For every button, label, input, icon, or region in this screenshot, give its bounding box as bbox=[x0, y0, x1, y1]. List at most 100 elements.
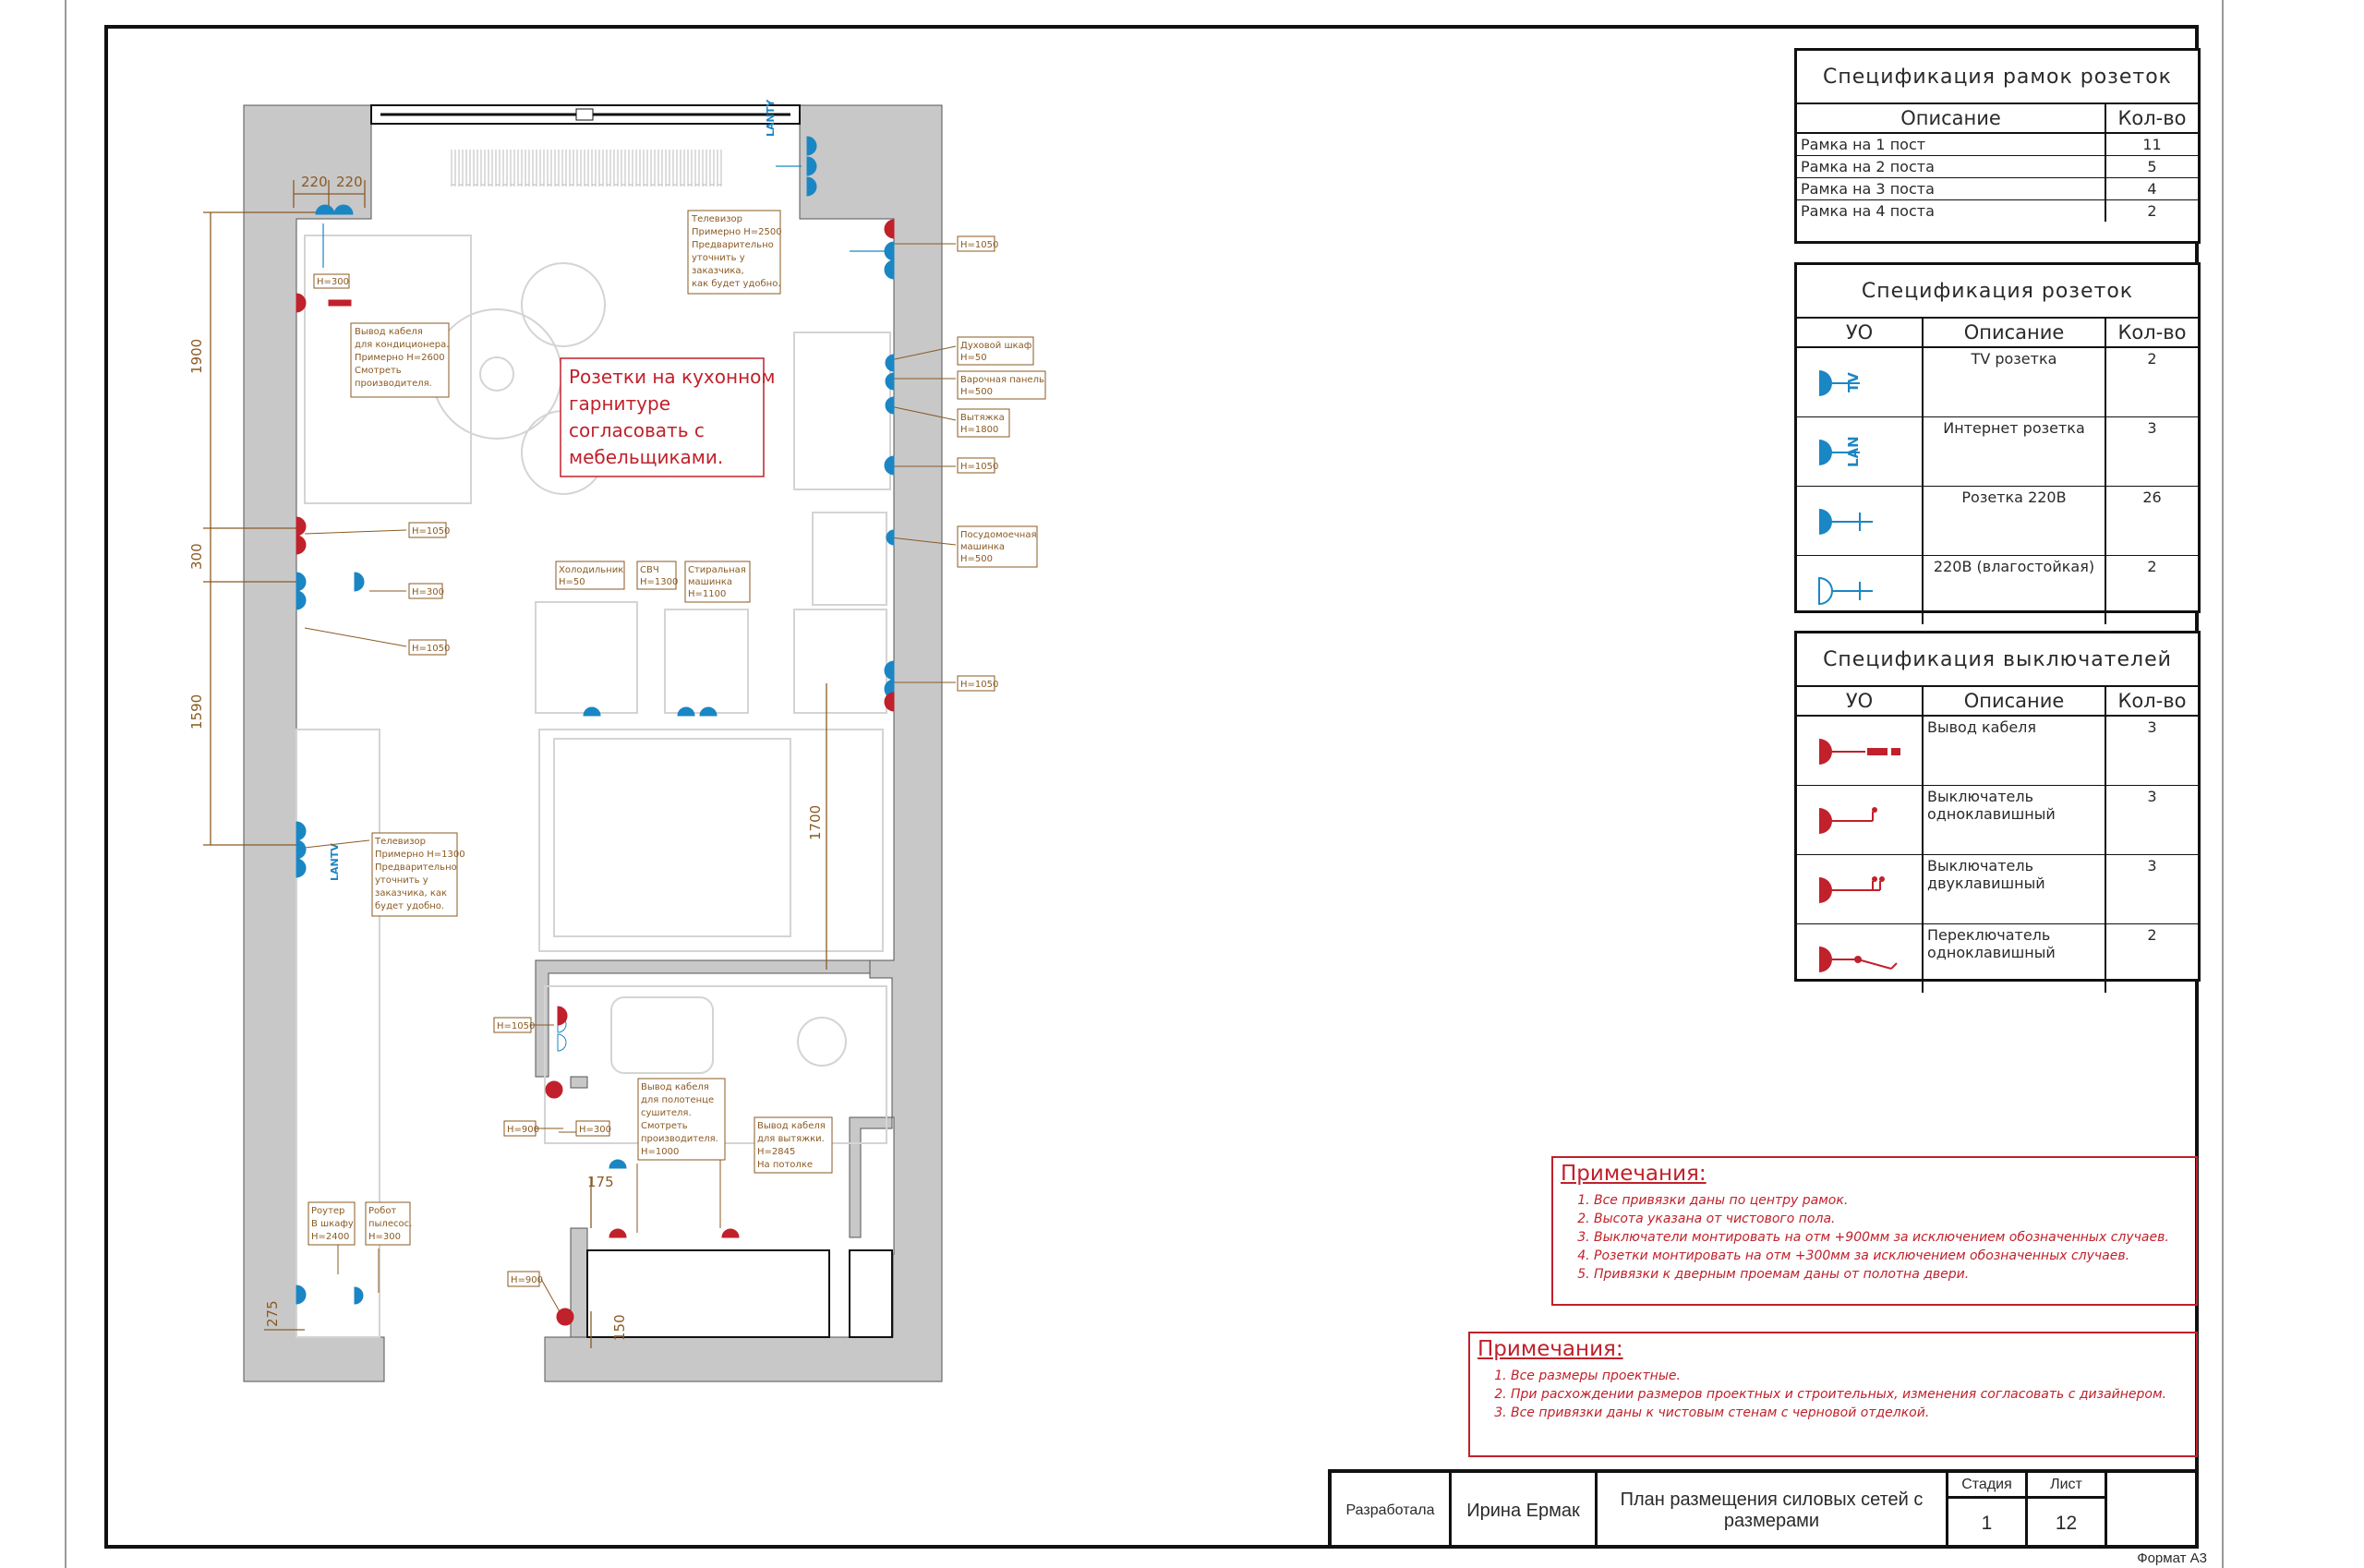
sheet-label: Лист bbox=[2028, 1473, 2107, 1499]
socket-bath-300 bbox=[609, 1159, 627, 1169]
svg-text:LAN: LAN bbox=[1845, 436, 1862, 467]
note-item: Розетки монтировать на отм +300мм за иск… bbox=[1594, 1247, 2196, 1265]
svg-text:Вывод кабеля: Вывод кабеля bbox=[355, 327, 423, 337]
kitchen-callout: Розетки на кухонном гарнитуре согласоват… bbox=[560, 357, 775, 477]
svg-text:Посудомоечная: Посудомоечная bbox=[960, 530, 1037, 540]
developed-label: Разработала bbox=[1332, 1473, 1452, 1549]
svg-text:Н=50: Н=50 bbox=[960, 353, 987, 363]
socket-tv-mid-2 bbox=[296, 839, 307, 860]
svg-text:уточнить у: уточнить у bbox=[375, 875, 428, 886]
svg-text:Н=1050: Н=1050 bbox=[960, 240, 998, 250]
svg-text:заказчика,: заказчика, bbox=[692, 266, 744, 276]
socket-tv-mid-3 bbox=[296, 858, 307, 878]
svg-text:Примерно Н=1300: Примерно Н=1300 bbox=[375, 850, 465, 860]
svg-text:сушителя.: сушителя. bbox=[641, 1108, 692, 1118]
label-h300-top: Н=300 bbox=[313, 273, 350, 289]
switch-ac-cable bbox=[296, 293, 307, 313]
svg-text:Н=1050: Н=1050 bbox=[412, 644, 450, 654]
label-h300-bath: Н=300 bbox=[575, 1120, 611, 1137]
svg-text:Телевизор: Телевизор bbox=[374, 837, 426, 847]
label-h1050-bath: Н=1050 bbox=[493, 1017, 535, 1033]
svg-text:мебельщиками.: мебельщиками. bbox=[569, 446, 723, 468]
svg-text:Вытяжка: Вытяжка bbox=[960, 413, 1005, 423]
svg-text:гарнитуре: гарнитуре bbox=[569, 392, 670, 415]
socket-left-300-a bbox=[296, 572, 307, 592]
label-h1050-left1: Н=1050 bbox=[408, 522, 450, 538]
svg-text:Н=500: Н=500 bbox=[960, 387, 993, 397]
svg-text:Холодильник: Холодильник bbox=[559, 565, 623, 575]
notes-2-heading: Примечания: bbox=[1478, 1337, 1623, 1361]
switch-entrance bbox=[556, 1308, 574, 1326]
lanty-top-text: LANTY bbox=[765, 99, 777, 137]
label-h1050-b: Н=1050 bbox=[957, 457, 998, 474]
svg-text:производителя.: производителя. bbox=[355, 379, 432, 389]
switch-window-right bbox=[884, 219, 895, 239]
svg-text:Н=300: Н=300 bbox=[368, 1232, 401, 1242]
svg-text:Смотреть: Смотреть bbox=[355, 366, 402, 376]
switches-red bbox=[296, 219, 895, 1326]
svg-text:Вывод кабеля: Вывод кабеля bbox=[641, 1082, 709, 1092]
notes-block-2: Примечания: Все размеры проектные. При р… bbox=[1468, 1332, 2198, 1457]
note-item: Выключатели монтировать на отм +900мм за… bbox=[1594, 1228, 2196, 1247]
spec-switches-title: Спецификация выключателей bbox=[1797, 633, 2198, 687]
svg-text:Телевизор: Телевизор bbox=[691, 214, 742, 224]
bathroom-box bbox=[586, 1249, 830, 1338]
svg-text:заказчика, как: заказчика, как bbox=[375, 888, 447, 899]
svg-text:для вытяжки.: для вытяжки. bbox=[757, 1134, 825, 1144]
radiator bbox=[449, 150, 722, 187]
svg-text:TV: TV bbox=[1845, 372, 1862, 392]
svg-text:Н=1100: Н=1100 bbox=[688, 589, 726, 599]
dim-300: 300 bbox=[188, 543, 205, 570]
dim-220-a: 220 bbox=[301, 174, 328, 190]
svg-text:Н=900: Н=900 bbox=[507, 1125, 539, 1135]
svg-text:Н=900: Н=900 bbox=[511, 1275, 543, 1285]
socket-tv-mid-1 bbox=[296, 821, 307, 841]
svg-text:машинка: машинка bbox=[688, 577, 732, 587]
socket-hob bbox=[885, 372, 895, 391]
svg-text:Предварительно: Предварительно bbox=[692, 240, 774, 250]
socket-group-1050-top bbox=[850, 241, 895, 280]
toggle-switch-icon bbox=[1819, 947, 1898, 972]
svg-text:Смотреть: Смотреть bbox=[641, 1121, 688, 1131]
svg-text:Н=50: Н=50 bbox=[559, 577, 585, 587]
label-h1050-a: Н=1050 bbox=[957, 235, 998, 252]
dim-1700: 1700 bbox=[807, 805, 824, 840]
socket-robot bbox=[354, 1286, 364, 1305]
switch-bath-door bbox=[545, 1080, 563, 1099]
switch-left-1050-a bbox=[296, 516, 307, 537]
note-item: Все размеры проектные. bbox=[1511, 1367, 2196, 1385]
svg-text:Н=1050: Н=1050 bbox=[412, 526, 450, 537]
socket-left-300-b bbox=[296, 590, 307, 610]
svg-text:Розетки на кухонном: Розетки на кухонном bbox=[569, 366, 775, 388]
switch-dryer bbox=[609, 1228, 627, 1238]
svg-text:Н=1000: Н=1000 bbox=[641, 1147, 679, 1157]
switch-kitchen-1050 bbox=[884, 692, 895, 712]
svg-text:согласовать с: согласовать с bbox=[569, 419, 705, 441]
svg-text:Стиральная: Стиральная bbox=[688, 565, 746, 575]
socket-group-ac bbox=[315, 204, 354, 268]
svg-text:Духовой шкаф: Духовой шкаф bbox=[960, 341, 1031, 351]
svg-text:Н=1050: Н=1050 bbox=[960, 680, 998, 690]
svg-text:для полотенце: для полотенце bbox=[641, 1095, 714, 1105]
svg-text:Н=300: Н=300 bbox=[412, 587, 444, 597]
svg-text:Н=300: Н=300 bbox=[317, 277, 349, 287]
power-socket-icon bbox=[1819, 509, 1873, 535]
socket-micro bbox=[677, 706, 695, 717]
svg-text:пылесос.: пылесос. bbox=[368, 1219, 412, 1229]
svg-text:производителя.: производителя. bbox=[641, 1134, 718, 1144]
svg-text:Н=300: Н=300 bbox=[579, 1125, 611, 1135]
